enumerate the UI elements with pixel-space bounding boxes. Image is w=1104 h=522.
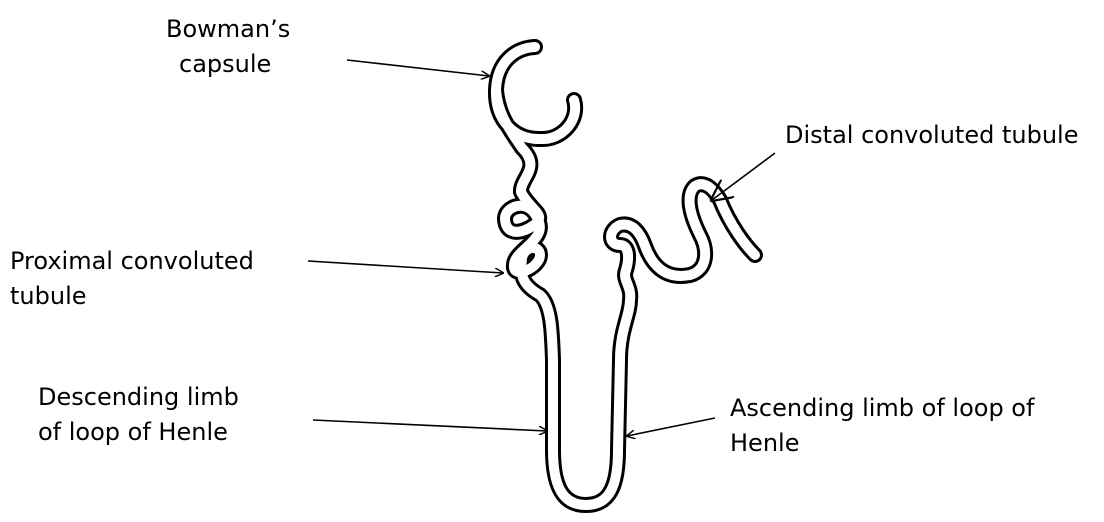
- label-line: capsule: [166, 47, 290, 82]
- label-line: Henle: [730, 426, 1034, 461]
- label-line: Distal convoluted tubule: [785, 118, 1078, 153]
- label-ascending-limb: Ascending limb of loop of Henle: [730, 391, 1034, 461]
- arrow-ascending-limb: [627, 418, 715, 436]
- arrow-proximal-convoluted-tubule: [308, 261, 503, 273]
- label-line: Bowman’s: [166, 12, 290, 47]
- label-line: Ascending limb of loop of: [730, 391, 1034, 426]
- label-line: Descending limb: [38, 380, 239, 415]
- label-line: Proximal convoluted: [10, 244, 254, 279]
- arrow-descending-limb: [313, 420, 547, 431]
- label-bowmans-capsule: Bowman’s capsule: [166, 12, 290, 82]
- label-line: of loop of Henle: [38, 415, 239, 450]
- label-line: tubule: [10, 279, 254, 314]
- arrow-bowmans-capsule: [347, 60, 489, 76]
- arrow-distal-convoluted-tubule: [712, 153, 775, 200]
- label-distal-convoluted-tubule: Distal convoluted tubule: [785, 118, 1078, 153]
- label-descending-limb: Descending limb of loop of Henle: [38, 380, 239, 450]
- nephron-tubule: [496, 47, 755, 505]
- label-proximal-convoluted-tubule: Proximal convoluted tubule: [10, 244, 254, 314]
